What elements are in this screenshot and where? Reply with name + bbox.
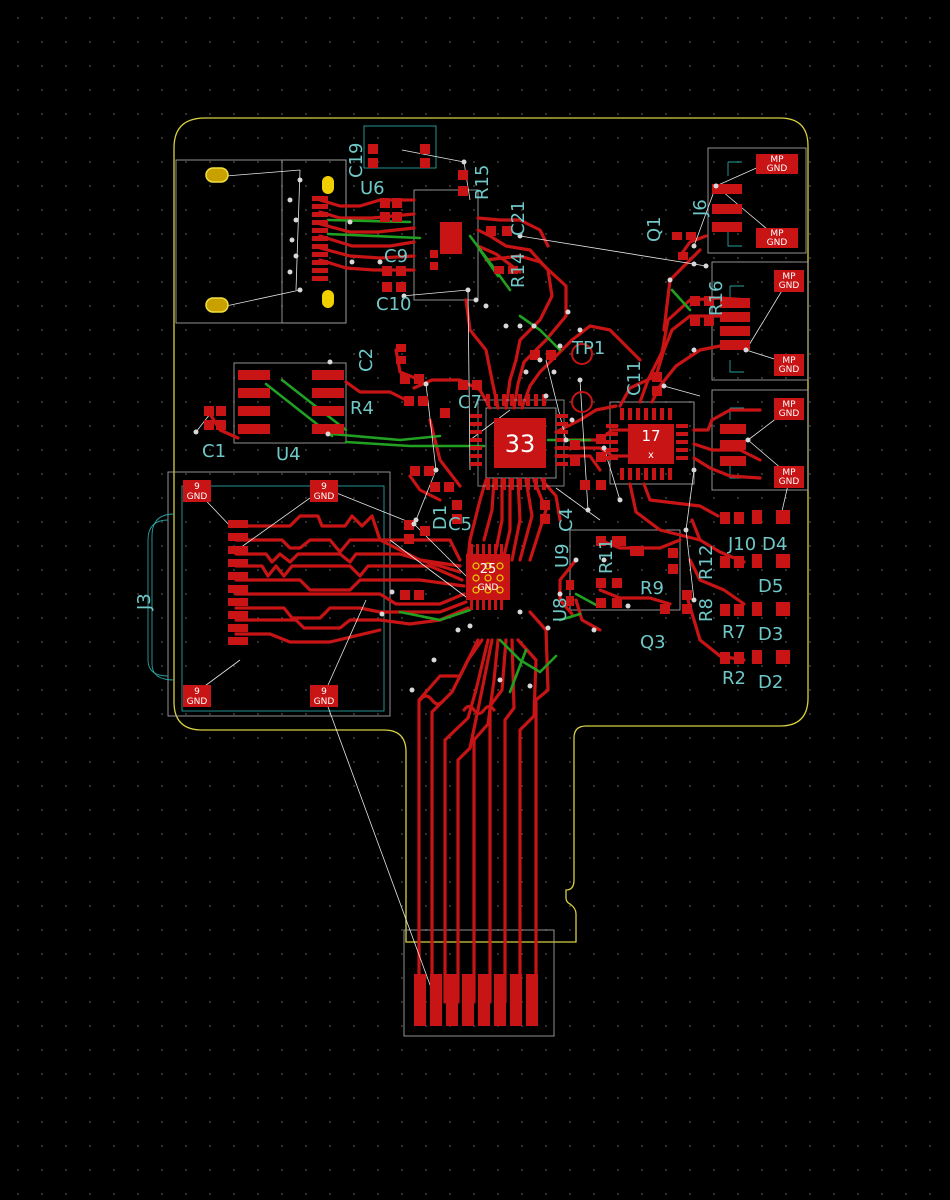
ref-c5: C5: [448, 514, 472, 535]
sd-pad-2-num: 9: [321, 482, 327, 492]
ref-c9: C9: [384, 246, 408, 267]
ref-c2: C2: [356, 348, 377, 372]
ref-u6: U6: [360, 178, 385, 199]
main-mcu-pad-number: 33: [505, 430, 536, 458]
ref-j3: J3: [134, 593, 155, 611]
mp-pad-4-num: MP: [782, 356, 796, 366]
ref-c10: C10: [376, 294, 411, 315]
ref-c1: C1: [202, 441, 226, 462]
sd-pad-4[interactable]: [310, 685, 338, 707]
mp-pad-2-net: GND: [767, 238, 788, 248]
ref-c19: C19: [346, 143, 367, 178]
mp-pad-3-net: GND: [779, 281, 800, 291]
mp-pad-5-net: GND: [779, 409, 800, 419]
mp-pad-4-net: GND: [779, 365, 800, 375]
sd-pad-2-net: GND: [314, 492, 335, 502]
mp-pad-6[interactable]: [774, 466, 804, 488]
silkscreen-refs: C19 U6 R15 C21 R14 C9 C10 Q1 J6 R16 C2 T…: [134, 143, 787, 693]
ref-r16: R16: [706, 281, 727, 316]
mp-pad-1-net: GND: [767, 164, 788, 174]
ref-tp1: TP1: [571, 338, 605, 359]
ref-c4: C4: [556, 508, 577, 532]
ref-r9: R9: [640, 578, 664, 599]
u4-chip[interactable]: [238, 370, 344, 434]
center-ic-pad-number: 25: [480, 562, 497, 577]
sd-pad-3-num: 9: [194, 687, 200, 697]
mp-pad-1-num: MP: [770, 155, 784, 165]
vias: [193, 159, 751, 693]
right-ic[interactable]: 17 x: [606, 408, 688, 480]
sd-card-j3[interactable]: 9 GND 9 GND 9 GND 9 GND: [183, 480, 338, 707]
ref-r15: R15: [472, 165, 493, 200]
ref-r7: R7: [722, 622, 746, 643]
ref-d1: D1: [430, 505, 451, 530]
ref-d2: D2: [758, 672, 783, 693]
usb-hole-1: [322, 176, 334, 194]
mp-pad-2-num: MP: [770, 229, 784, 239]
mp-pad-4[interactable]: [774, 354, 804, 376]
usb-signal-pads[interactable]: [312, 196, 328, 281]
sd-pad-2[interactable]: [310, 480, 338, 502]
ref-c11: C11: [624, 361, 645, 396]
usb-hole-2: [322, 290, 334, 308]
usb-shield-pad-1[interactable]: [205, 167, 229, 183]
right-ic-pad-net: x: [648, 450, 654, 461]
main-mcu[interactable]: 33: [470, 394, 568, 490]
sd-pad-1-num: 9: [194, 482, 200, 492]
mp-pad-3-num: MP: [782, 272, 796, 282]
center-ic-pad-net: GND: [478, 583, 499, 593]
right-connectors[interactable]: MP GND MP GND MP GND MP GND MP GND MP GN…: [712, 154, 804, 488]
ref-r2: R2: [722, 668, 746, 689]
ref-r11: R11: [596, 539, 617, 574]
mp-pad-6-net: GND: [779, 477, 800, 487]
sd-pad-3[interactable]: [183, 685, 211, 707]
passive-pads[interactable]: [204, 144, 790, 664]
ref-r12: R12: [696, 545, 717, 580]
sd-pad-4-num: 9: [321, 687, 327, 697]
mp-pad-5-num: MP: [782, 400, 796, 410]
ref-d5: D5: [758, 576, 783, 597]
fpc-connector-pads[interactable]: [414, 974, 538, 1026]
ref-c7: C7: [458, 392, 482, 413]
sd-pad-1[interactable]: [183, 480, 211, 502]
mp-pad-5[interactable]: [774, 398, 804, 420]
ref-d4: D4: [762, 534, 787, 555]
main-mcu-thermal-pad[interactable]: [494, 418, 546, 468]
ref-j6: J6: [690, 199, 711, 217]
ref-u9: U9: [552, 543, 573, 568]
mp-pad-1[interactable]: [756, 154, 798, 174]
ref-r4: R4: [350, 398, 374, 419]
ref-u8: U8: [550, 597, 571, 622]
ref-r8: R8: [696, 598, 717, 622]
ref-r14: R14: [508, 253, 529, 288]
board-edge-outline: [173, 117, 809, 943]
right-ic-pad-number: 17: [641, 427, 660, 445]
ref-q3: Q3: [640, 632, 666, 653]
sd-signal-pads[interactable]: [228, 520, 248, 645]
sd-pad-1-net: GND: [187, 492, 208, 502]
usb-shield-pad-2[interactable]: [205, 297, 229, 313]
connector-signal-pads[interactable]: [712, 184, 750, 466]
ref-q1: Q1: [644, 216, 665, 242]
usb-connector[interactable]: [205, 167, 334, 313]
mp-pad-6-num: MP: [782, 468, 796, 478]
ref-c21: C21: [508, 201, 529, 236]
test-point-tp1[interactable]: [571, 343, 593, 413]
sd-pad-3-net: GND: [187, 697, 208, 707]
ref-d3: D3: [758, 624, 783, 645]
sd-pad-4-net: GND: [314, 697, 335, 707]
center-ic[interactable]: 25 GND: [466, 544, 510, 610]
ref-j10: J10: [727, 534, 756, 555]
ref-u4: U4: [276, 444, 301, 465]
center-ic-vias: [472, 562, 504, 594]
front-copper-traces: [208, 198, 762, 1004]
mp-pad-2[interactable]: [756, 228, 798, 248]
mp-pad-3[interactable]: [774, 270, 804, 292]
